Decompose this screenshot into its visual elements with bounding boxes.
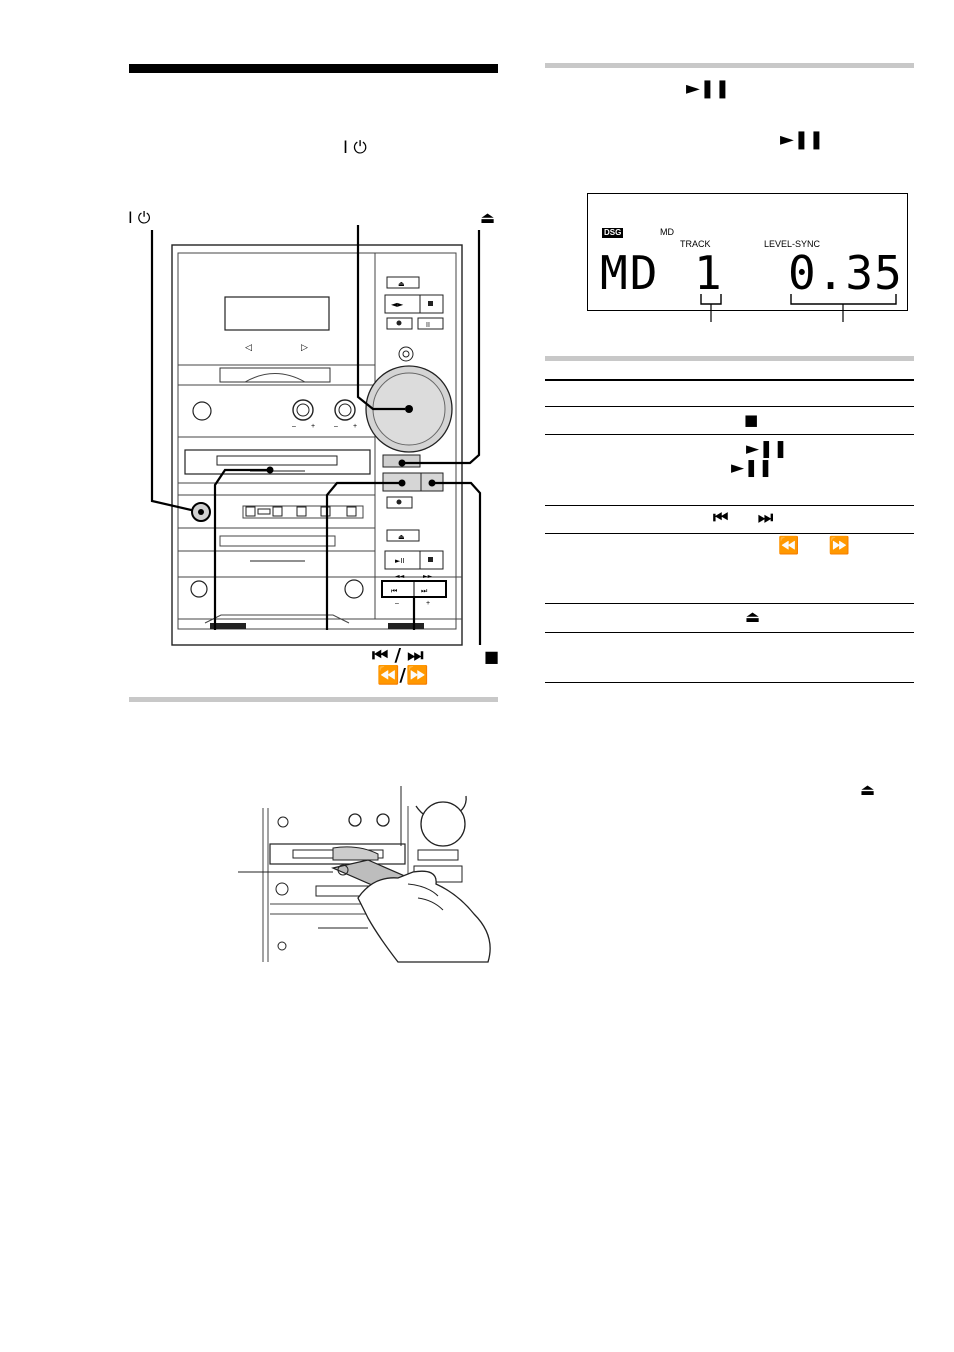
play-pause-icon-1: ►❚❚ [686, 78, 731, 99]
table-rule [545, 505, 914, 506]
table-rule [545, 632, 914, 633]
knob-left-icon [192, 401, 212, 421]
leader-md-slot [213, 468, 270, 630]
leader-dial [356, 225, 405, 411]
unit-display-window [224, 296, 330, 331]
knob-mid1-icon [292, 399, 314, 421]
table-row-play-symbol: ►❚❚ [746, 439, 788, 459]
track-number-readout: 1 [694, 246, 722, 300]
table-rule [545, 406, 914, 407]
table-row-eject-symbol: ⏏ [745, 607, 761, 626]
track-label: TRACK [680, 239, 711, 249]
section-rule-gray-left [129, 697, 498, 702]
md-insert-illustration [238, 786, 491, 963]
dsg-badge: DSG [602, 228, 624, 238]
leader-stop [432, 481, 482, 645]
power-symbol-inline: I ⏻ [343, 138, 367, 158]
power-label: I ⏻ [128, 208, 151, 227]
svg-text:⏭: ⏭ [421, 587, 428, 595]
svg-text:◄►: ◄► [391, 300, 404, 309]
svg-text:+: + [353, 423, 357, 430]
time-readout: 0.35 [788, 246, 903, 300]
stereo-front-panel-illustration: ◁ ▷ – + – + ⏏ ◄► II [150, 225, 482, 646]
lcd-display: DSG MD TRACK LEVEL-SYNC MD 1 0.35 [587, 193, 908, 311]
svg-text:⏮: ⏮ [391, 587, 397, 595]
svg-text:II: II [426, 322, 430, 329]
section-rule-thick [129, 64, 498, 73]
svg-text:–: – [395, 600, 399, 607]
table-row-play-symbol-2: ►❚❚ [731, 458, 773, 478]
svg-text:▷: ▷ [301, 343, 308, 353]
source-readout: MD [600, 246, 660, 300]
svg-text:◁: ◁ [245, 343, 252, 353]
eject-icon-inline: ⏏ [860, 780, 876, 799]
svg-text:◄◄: ◄◄ [395, 573, 405, 580]
level-sync-label: LEVEL-SYNC [764, 239, 821, 249]
svg-text:⏏: ⏏ [398, 280, 405, 288]
leader-play [325, 481, 402, 630]
play-pause-icon-2: ►❚❚ [780, 129, 825, 150]
svg-text:+: + [426, 600, 430, 607]
table-rule-header [545, 379, 914, 381]
search-label: ⏪/⏩ [377, 665, 429, 686]
svg-text:⏏: ⏏ [398, 533, 405, 541]
table-rule [545, 533, 914, 534]
table-row-skip-symbols: ⏮ ⏭ [713, 508, 774, 528]
section-rule-gray-mid [545, 356, 914, 361]
table-rule-bottom [545, 682, 914, 683]
eject-label: ⏏ [480, 208, 496, 227]
section-rule-gray-top [545, 63, 914, 68]
knob-mid2-icon [334, 399, 356, 421]
table-row-stop-symbol: ■ [744, 411, 759, 429]
md-indicator: MD [660, 227, 674, 237]
table-rule [545, 434, 914, 435]
table-rule [545, 603, 914, 604]
display-brackets [700, 294, 897, 322]
stop-label: ■ [484, 647, 500, 666]
svg-text:–: – [334, 423, 338, 430]
svg-text:►►: ►► [423, 573, 433, 580]
svg-text:►II: ►II [395, 557, 405, 565]
leader-power [150, 230, 201, 514]
table-row-search-symbols: ⏪ ⏩ [778, 536, 850, 556]
skip-label: ⏮ / ⏭ [372, 645, 424, 666]
svg-text:–: – [292, 423, 296, 430]
leader-eject [402, 230, 481, 465]
svg-text:+: + [311, 423, 315, 430]
